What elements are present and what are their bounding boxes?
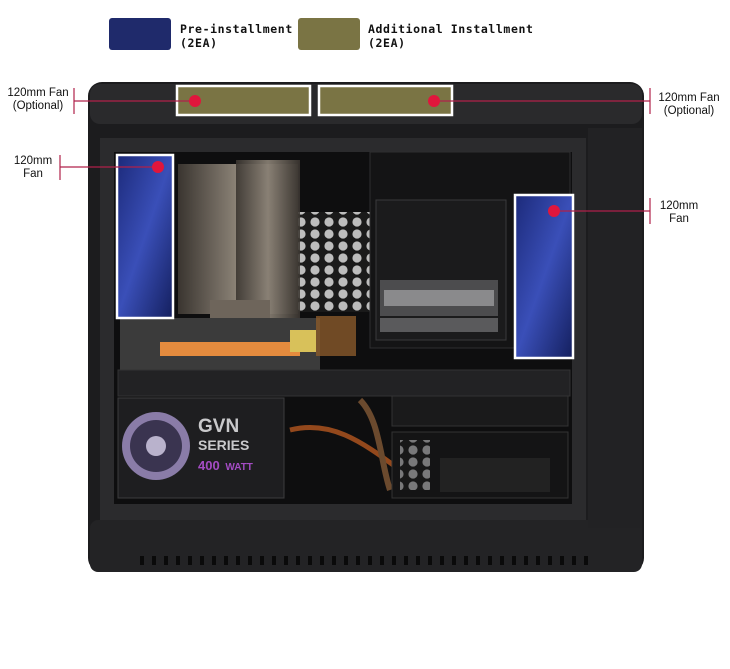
- psu-rating: 400 WATT: [198, 458, 253, 473]
- callout-top-right: 120mm Fan (Optional): [652, 92, 726, 118]
- callout-top-left-line2: (Optional): [12, 100, 64, 112]
- additional-installment-title: Additional Installment: [368, 22, 534, 36]
- additional-installment-count: (2EA): [368, 36, 406, 50]
- callout-top-right-line1: 120mm Fan: [658, 92, 720, 104]
- callout-side-left: 120mm Fan: [8, 155, 58, 181]
- callout-lines: [59, 88, 651, 224]
- cable-area: [289, 395, 569, 499]
- additional-installment-label: Additional Installment (2EA): [368, 22, 534, 50]
- psu-rating-unit: WATT: [225, 462, 253, 473]
- motherboard: [120, 316, 356, 370]
- pre-installment-label: Pre-installment (2EA): [180, 22, 293, 50]
- top-fan-slot-left: [175, 84, 312, 117]
- pre-installment-swatch: [109, 18, 171, 50]
- drive-cage: [369, 151, 571, 349]
- psu-brand-series: SERIES: [198, 437, 249, 453]
- callout-side-right-line1: 120mm: [659, 200, 699, 212]
- callout-top-left: 120mm Fan (Optional): [2, 87, 74, 113]
- callout-top-right-line2: (Optional): [663, 105, 715, 117]
- callout-side-left-line2: Fan: [23, 168, 43, 180]
- front-fan-preinstalled: [513, 193, 575, 360]
- bottom-vents: [140, 556, 588, 565]
- power-supply: GVN SERIES 400 WATT: [117, 397, 285, 499]
- callout-top-left-line1: 120mm Fan: [7, 87, 69, 99]
- cpu-cooler: [178, 160, 300, 330]
- rear-fan-preinstalled: [115, 153, 175, 320]
- psu-rating-value: 400: [198, 458, 220, 473]
- callout-side-left-line1: 120mm: [13, 155, 53, 167]
- additional-installment-swatch: [298, 18, 360, 50]
- top-fan-slot-right: [317, 84, 454, 117]
- callout-side-right-line2: Fan: [669, 213, 689, 225]
- pre-installment-count: (2EA): [180, 36, 218, 50]
- pre-installment-title: Pre-installment: [180, 22, 293, 36]
- psu-shelf: [117, 369, 571, 397]
- callout-side-right: 120mm Fan: [654, 200, 704, 226]
- psu-brand-gvn: GVN: [198, 416, 239, 437]
